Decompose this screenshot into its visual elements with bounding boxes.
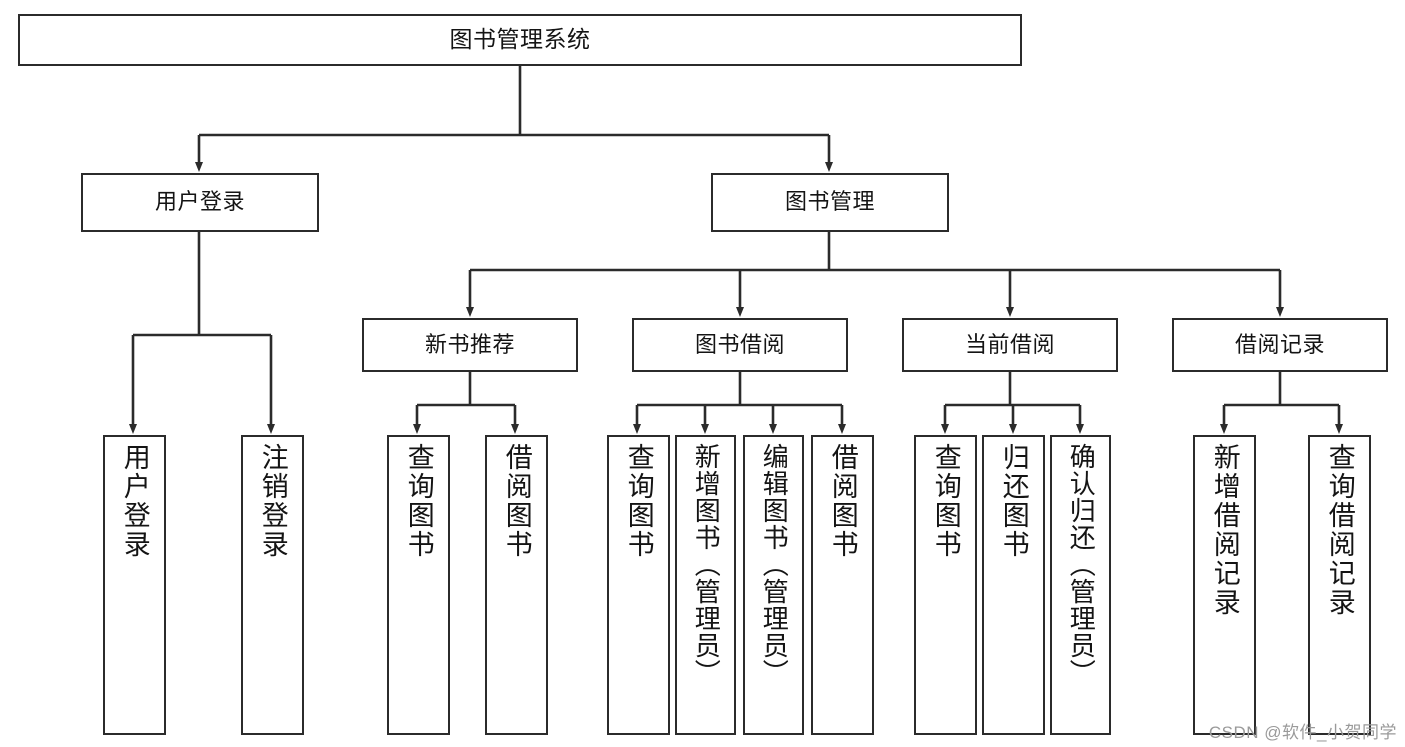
node-leaf-query-book-1[interactable]: 查询图书 xyxy=(387,435,450,735)
node-leaf-query-book-3-label: 查询图书 xyxy=(930,443,961,559)
node-leaf-add-record-label: 新增借阅记录 xyxy=(1209,443,1240,617)
node-leaf-borrow-book-1[interactable]: 借阅图书 xyxy=(485,435,548,735)
node-new-book-rec-label: 新书推荐 xyxy=(424,331,515,357)
node-leaf-edit-book[interactable]: 编辑图书（管理员） xyxy=(743,435,804,735)
node-leaf-return-book-label: 归还图书 xyxy=(998,443,1029,559)
node-root[interactable]: 图书管理系统 xyxy=(18,14,1022,66)
node-leaf-add-book-label: 新增图书（管理员） xyxy=(691,443,722,686)
node-user-login[interactable]: 用户登录 xyxy=(81,173,319,232)
node-book-manage[interactable]: 图书管理 xyxy=(711,173,949,232)
node-leaf-user-logout-label: 注销登录 xyxy=(257,443,288,559)
node-leaf-user-login-label: 用户登录 xyxy=(119,443,150,559)
node-leaf-query-book-2[interactable]: 查询图书 xyxy=(607,435,670,735)
node-leaf-borrow-book-2-label: 借阅图书 xyxy=(827,443,858,559)
csdn-watermark: CSDN @软件_小贺同学 xyxy=(1208,723,1397,742)
node-leaf-query-book-2-label: 查询图书 xyxy=(623,443,654,559)
node-leaf-add-book[interactable]: 新增图书（管理员） xyxy=(675,435,736,735)
node-leaf-borrow-book-1-label: 借阅图书 xyxy=(501,443,532,559)
node-new-book-rec[interactable]: 新书推荐 xyxy=(362,318,578,372)
node-leaf-user-logout[interactable]: 注销登录 xyxy=(241,435,304,735)
node-leaf-query-record-label: 查询借阅记录 xyxy=(1324,443,1355,617)
node-borrow-record-label: 借阅记录 xyxy=(1234,331,1325,357)
node-leaf-confirm-return-label: 确认归还（管理员） xyxy=(1066,443,1097,686)
node-book-manage-label: 图书管理 xyxy=(784,189,875,215)
node-current-borrow[interactable]: 当前借阅 xyxy=(902,318,1118,372)
node-leaf-edit-book-label: 编辑图书（管理员） xyxy=(759,443,790,686)
node-leaf-query-book-1-label: 查询图书 xyxy=(403,443,434,559)
node-book-borrow[interactable]: 图书借阅 xyxy=(632,318,848,372)
node-book-borrow-label: 图书借阅 xyxy=(694,331,785,357)
node-current-borrow-label: 当前借阅 xyxy=(964,331,1055,357)
node-leaf-return-book[interactable]: 归还图书 xyxy=(982,435,1045,735)
node-leaf-user-login[interactable]: 用户登录 xyxy=(103,435,166,735)
node-leaf-borrow-book-2[interactable]: 借阅图书 xyxy=(811,435,874,735)
node-leaf-query-record[interactable]: 查询借阅记录 xyxy=(1308,435,1371,735)
node-user-login-label: 用户登录 xyxy=(154,189,245,215)
node-root-label: 图书管理系统 xyxy=(449,26,591,53)
node-leaf-confirm-return[interactable]: 确认归还（管理员） xyxy=(1050,435,1111,735)
node-leaf-query-book-3[interactable]: 查询图书 xyxy=(914,435,977,735)
node-borrow-record[interactable]: 借阅记录 xyxy=(1172,318,1388,372)
node-leaf-add-record[interactable]: 新增借阅记录 xyxy=(1193,435,1256,735)
